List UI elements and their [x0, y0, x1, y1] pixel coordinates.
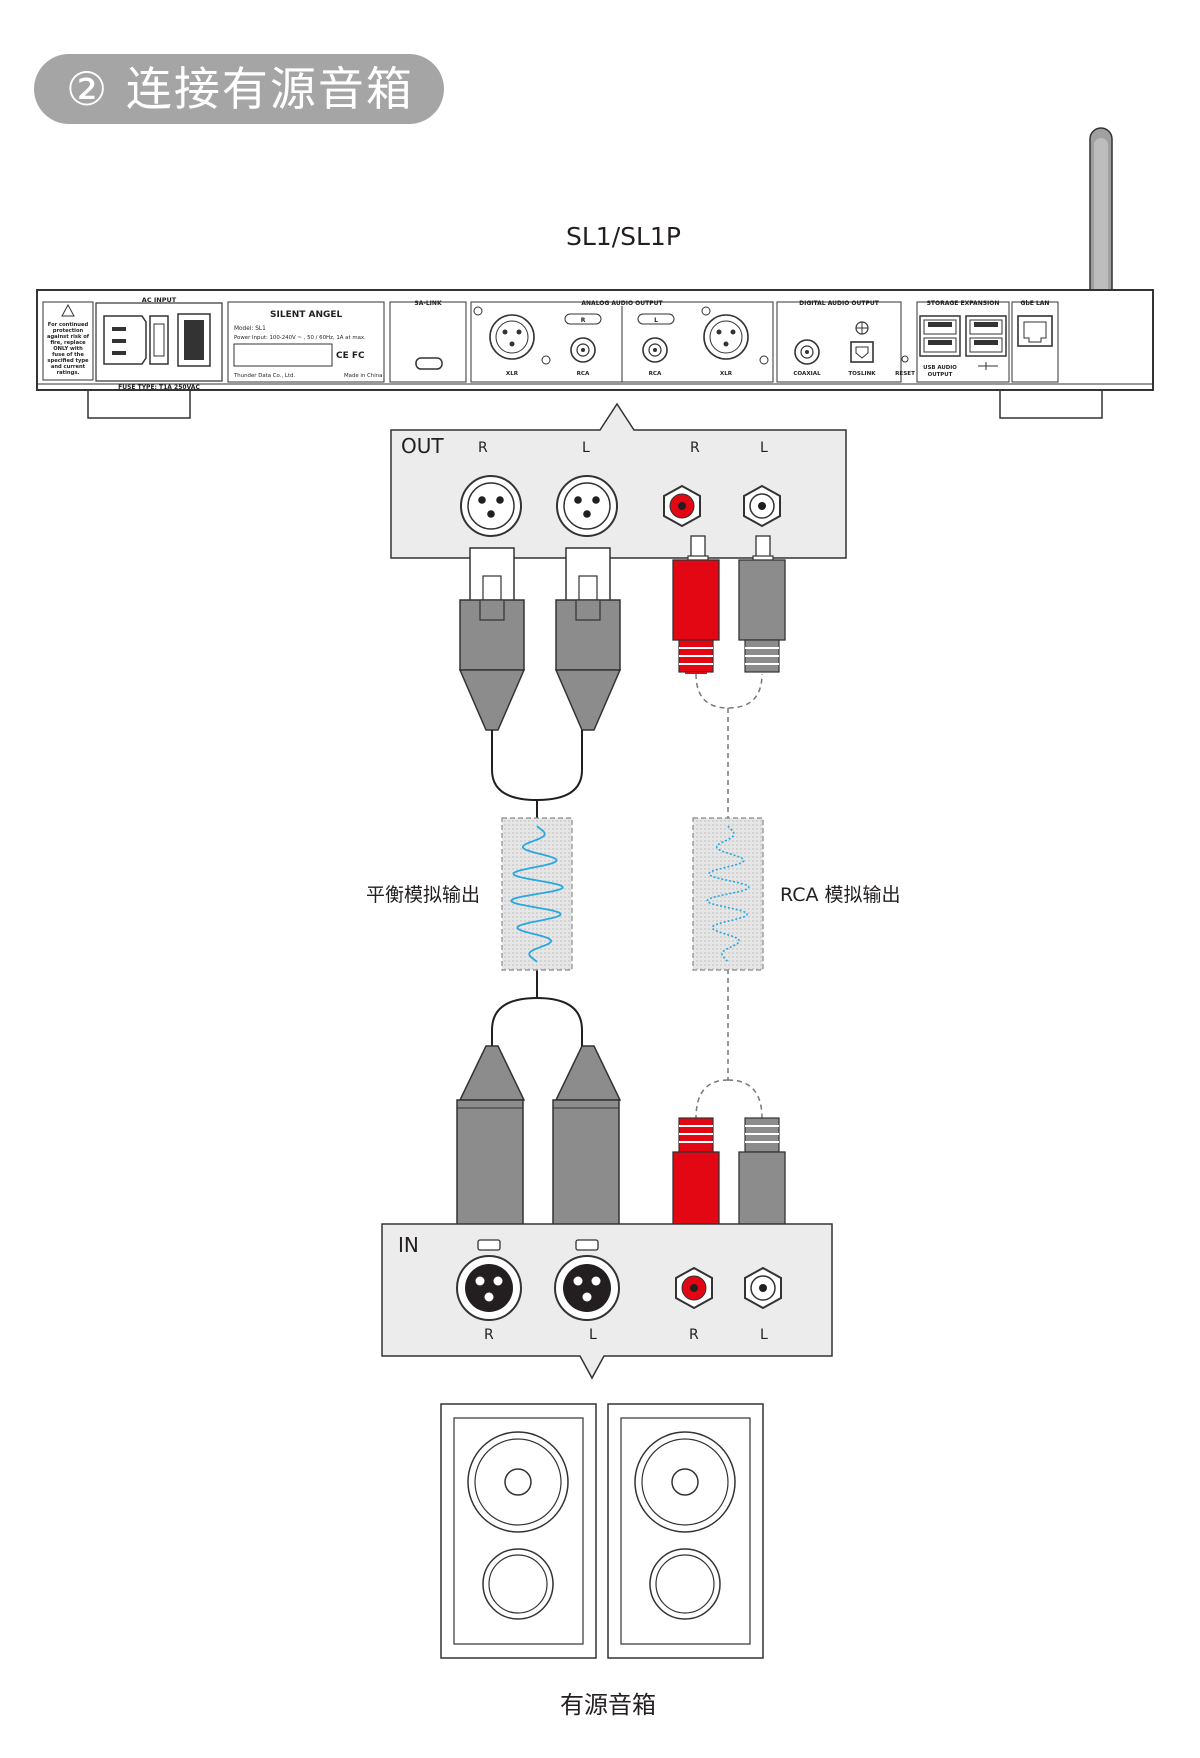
- analog-output-block: ANALOG AUDIO OUTPUT XLR R RCA L RCA: [470, 300, 774, 383]
- usb-audio-label-1: USB AUDIO: [923, 365, 957, 371]
- sa-link-label: SA-LINK: [414, 300, 442, 307]
- out-connectors: [460, 475, 781, 537]
- brand-label: SILENT ANGEL: [270, 310, 343, 320]
- out-box: [390, 402, 847, 559]
- warning-line: protection: [53, 328, 84, 334]
- balanced-cable: [491, 730, 583, 1046]
- out-rca-l-plug: [738, 559, 786, 641]
- analog-out-label: ANALOG AUDIO OUTPUT: [581, 300, 663, 307]
- toslink-label: TOSLINK: [848, 371, 876, 377]
- out-xlr-plugs: [458, 547, 622, 731]
- out-rca-plugs: [672, 535, 786, 674]
- out-rca-r-channel: R: [690, 440, 700, 456]
- in-xlr-r-channel: R: [484, 1327, 494, 1343]
- in-xlr-l-channel: L: [589, 1327, 597, 1343]
- warning-line: fuse of the: [52, 352, 84, 358]
- usb-symbol-icon: [978, 362, 998, 370]
- out-rca-r-plug: [672, 559, 720, 641]
- digital-output-block: DIGITAL AUDIO OUTPUT COAXIAL TOSLINK: [776, 300, 902, 383]
- title-pill: [34, 54, 444, 124]
- usb-audio-label-2: OUTPUT: [928, 372, 953, 378]
- balanced-signal-wave: [510, 825, 564, 963]
- warning-line: fire, replace: [50, 340, 86, 346]
- in-xlr-l-plug: [552, 1099, 620, 1229]
- rca-signal-wave: [706, 825, 750, 963]
- in-rca-l-channel: L: [760, 1327, 768, 1343]
- warning-line: against risk of: [47, 334, 90, 340]
- right-foot: [999, 389, 1103, 419]
- rca-cable: [692, 673, 764, 1119]
- out-xlr-r-channel: R: [478, 440, 488, 456]
- device-model-label: SL1/SL1P: [566, 222, 681, 251]
- made-in-label: Made in China: [344, 373, 382, 379]
- reset-label: RESET: [895, 371, 915, 377]
- panel-xlr-r-label: XLR: [506, 371, 519, 377]
- sa-link-block: SA-LINK: [389, 300, 467, 383]
- panel-rca-l-label: RCA: [649, 371, 662, 377]
- label-plate: SILENT ANGEL Model: SL1 Power Input: 100…: [227, 301, 385, 383]
- warning-line: and current: [51, 364, 86, 370]
- in-xlr-r-plug: [456, 1099, 524, 1229]
- out-rca-l-channel: L: [760, 440, 768, 456]
- active-speakers-icon: [440, 1403, 764, 1659]
- rca-output-label: RCA 模拟输出: [780, 884, 901, 906]
- panel-l-mark: L: [654, 317, 658, 324]
- coaxial-label: COAXIAL: [793, 371, 821, 377]
- ac-input-label: AC INPUT: [142, 296, 177, 304]
- left-foot: [87, 389, 191, 419]
- storage-label: STORAGE EXPANSION: [927, 300, 1000, 307]
- in-box-label: IN: [398, 1233, 419, 1257]
- ac-input-block: AC INPUT FUSE TYPE: T1A 250VAC: [95, 296, 223, 391]
- warning-line: ratings.: [57, 370, 80, 376]
- panel-xlr-l-label: XLR: [720, 371, 733, 377]
- panel-r-mark: R: [581, 317, 586, 324]
- balanced-output-label: 平衡模拟输出: [366, 884, 481, 906]
- in-rca-r-channel: R: [689, 1327, 699, 1343]
- lan-block: GbE LAN: [1011, 300, 1059, 383]
- fuse-type-label: FUSE TYPE: T1A 250VAC: [118, 384, 200, 391]
- cert-marks: CE FC: [336, 351, 365, 361]
- warning-line: For continued: [48, 322, 89, 328]
- warning-line: specified type: [47, 358, 89, 364]
- page-title: ② 连接有源音箱: [66, 62, 414, 116]
- active-speakers-label: 有源音箱: [560, 1691, 656, 1719]
- power-line: Power Input: 100-240V ~ , 50 / 60Hz, 1A …: [234, 335, 366, 341]
- panel-rca-r-label: RCA: [577, 371, 590, 377]
- model-line: Model: SL1: [234, 326, 266, 332]
- storage-expansion-block: STORAGE EXPANSION USB AUDIO OUTPUT: [916, 300, 1010, 383]
- usb-c-port-icon[interactable]: [415, 357, 443, 370]
- in-xlr-plugs: [456, 1045, 622, 1229]
- in-connectors: [456, 1239, 782, 1321]
- out-xlr-l-channel: L: [582, 440, 590, 456]
- gbe-lan-label: GbE LAN: [1021, 300, 1050, 307]
- reset-button[interactable]: [901, 355, 909, 363]
- maker-label: Thunder Data Co., Ltd.: [233, 373, 295, 379]
- warning-line: ONLY with: [53, 346, 83, 352]
- digital-out-label: DIGITAL AUDIO OUTPUT: [799, 300, 880, 307]
- out-box-label: OUT: [401, 434, 444, 458]
